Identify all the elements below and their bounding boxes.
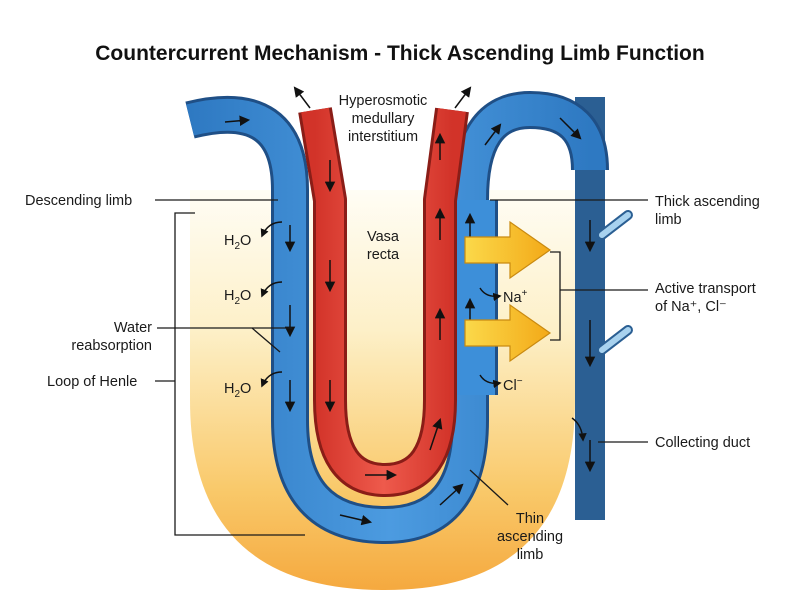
vasa-recta-label-line2: recta	[367, 247, 400, 263]
water-label-3: H2O	[224, 381, 251, 400]
water-reabsorption-label-line2: reabsorption	[71, 338, 152, 354]
sodium-label: Na+	[503, 288, 528, 306]
chloride-label: Cl−	[503, 376, 523, 394]
water-reabsorption-label-line1: Water	[114, 320, 152, 336]
loop-of-henle-label: Loop of Henle	[47, 374, 137, 390]
collecting-duct-label: Collecting duct	[655, 435, 750, 451]
thick-ascending-label-line2: limb	[655, 212, 682, 228]
loop-of-henle-tubule	[185, 91, 609, 544]
vasa-recta-flow-arrows	[293, 86, 472, 481]
thin-ascending-label-line2: ascending	[497, 529, 563, 545]
water-reabsorption-arrows	[260, 221, 283, 388]
diagram-title: Countercurrent Mechanism - Thick Ascendi…	[95, 42, 704, 65]
active-transport-bracket	[550, 251, 561, 341]
water-label-2: H2O	[224, 288, 251, 307]
loop-of-henle-bracket	[174, 212, 305, 536]
thin-ascending-leader	[469, 469, 509, 506]
thick-ascending-label-line1: Thick ascending	[655, 194, 760, 210]
hyperosmotic-label-line1: Hyperosmotic	[339, 93, 428, 109]
thin-ascending-label-line3: limb	[517, 547, 544, 563]
thin-ascending-label-line1: Thin	[516, 511, 544, 527]
active-transport-label-line1: Active transport	[655, 281, 756, 297]
hyperosmotic-label-line3: interstitium	[348, 129, 418, 145]
water-label-1: H2O	[224, 233, 251, 252]
descending-limb-label: Descending limb	[25, 193, 132, 209]
vasa-recta-label-line1: Vasa	[367, 229, 400, 245]
active-transport-label-line2: of Na⁺, Cl⁻	[655, 299, 727, 315]
hyperosmotic-label-line2: medullary	[352, 111, 416, 127]
active-transport-arrows	[464, 220, 587, 442]
